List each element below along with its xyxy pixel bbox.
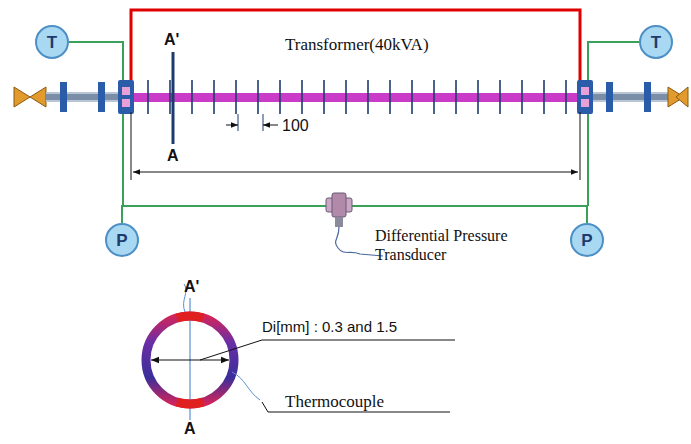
sensor-circle: T xyxy=(639,25,673,59)
sensor-circle: T xyxy=(35,25,69,59)
pressure-line xyxy=(122,206,587,223)
pressure-transducer xyxy=(326,193,383,256)
diameter-label: Di[mm] : 0.3 and 1.5 xyxy=(262,318,397,336)
length-dimension xyxy=(131,112,580,180)
section-mark: A' xyxy=(164,30,179,49)
inlet-fitting xyxy=(14,80,134,114)
section-mark: A xyxy=(167,146,179,165)
section-mark: A' xyxy=(184,277,199,296)
thermocouple-label: Thermocouple xyxy=(285,392,384,412)
transformer-wire xyxy=(131,10,580,82)
tube-cross-section xyxy=(146,284,455,420)
transducer-label: Differential Pressure Transducer xyxy=(375,226,545,264)
thermocouple-ticks xyxy=(148,80,566,131)
sensor-letter: P xyxy=(581,232,592,249)
outlet-fitting xyxy=(577,80,688,114)
sensor-lines xyxy=(69,42,639,206)
sensor-circle: P xyxy=(105,223,139,257)
sensor-letter: P xyxy=(116,232,127,249)
transformer-label: Transformer(40kVA) xyxy=(285,35,429,55)
pitch-dimension xyxy=(226,125,278,126)
pitch-dimension-text: 100 xyxy=(282,116,309,135)
sensor-letter: T xyxy=(47,34,57,51)
test-tube xyxy=(134,93,577,102)
sensor-circle: P xyxy=(570,223,604,257)
section-mark: A xyxy=(184,419,196,438)
sensor-letter: T xyxy=(651,34,661,51)
section-line xyxy=(172,52,175,144)
